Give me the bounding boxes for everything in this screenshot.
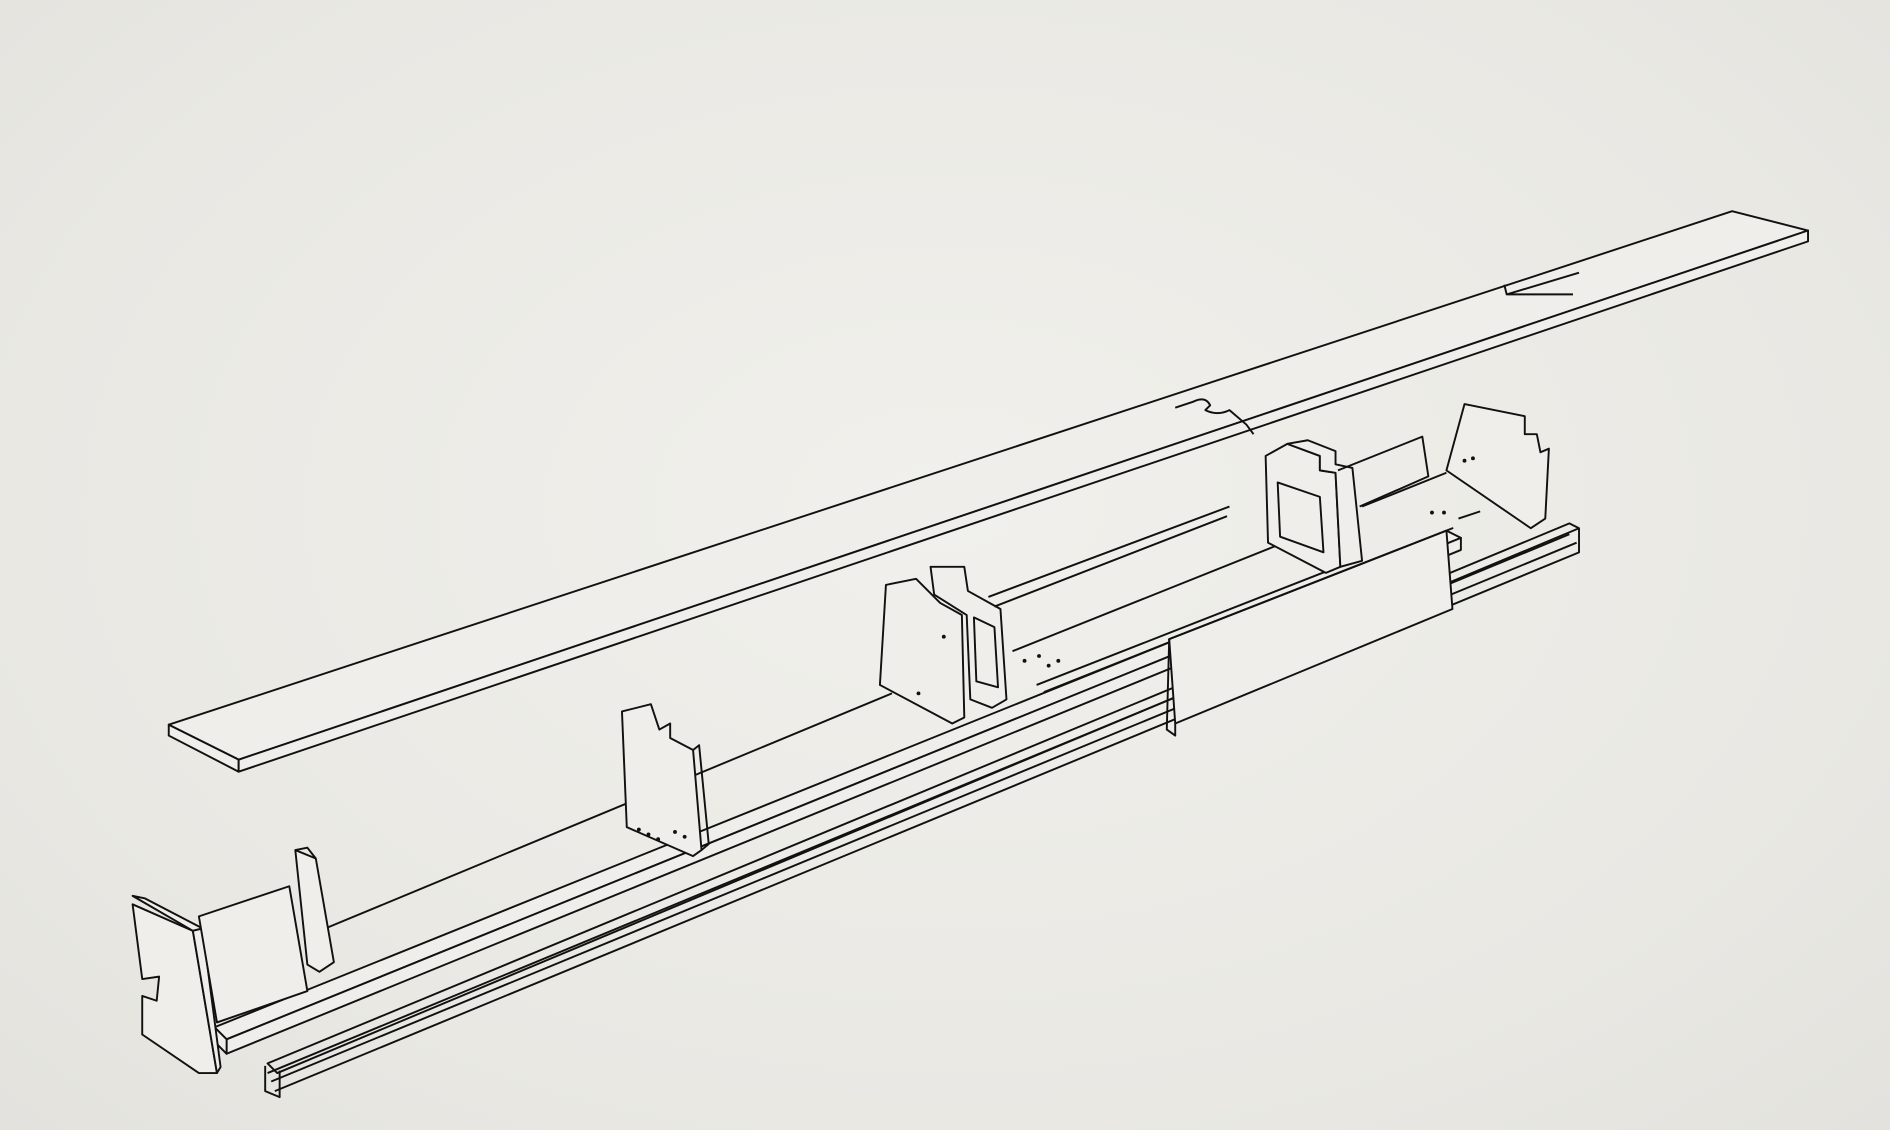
right-frame-pieces xyxy=(1264,435,1430,574)
bottom-rail xyxy=(264,522,1580,1099)
left-divider xyxy=(197,846,335,1024)
base-board xyxy=(213,471,1462,1055)
top-lid-board xyxy=(167,210,1809,773)
front-side-panel xyxy=(1165,527,1454,737)
left-end-plate xyxy=(131,894,222,1075)
center-frame-pieces xyxy=(878,505,1341,725)
right-end-plate xyxy=(1430,403,1550,530)
middle-divider xyxy=(621,703,710,858)
